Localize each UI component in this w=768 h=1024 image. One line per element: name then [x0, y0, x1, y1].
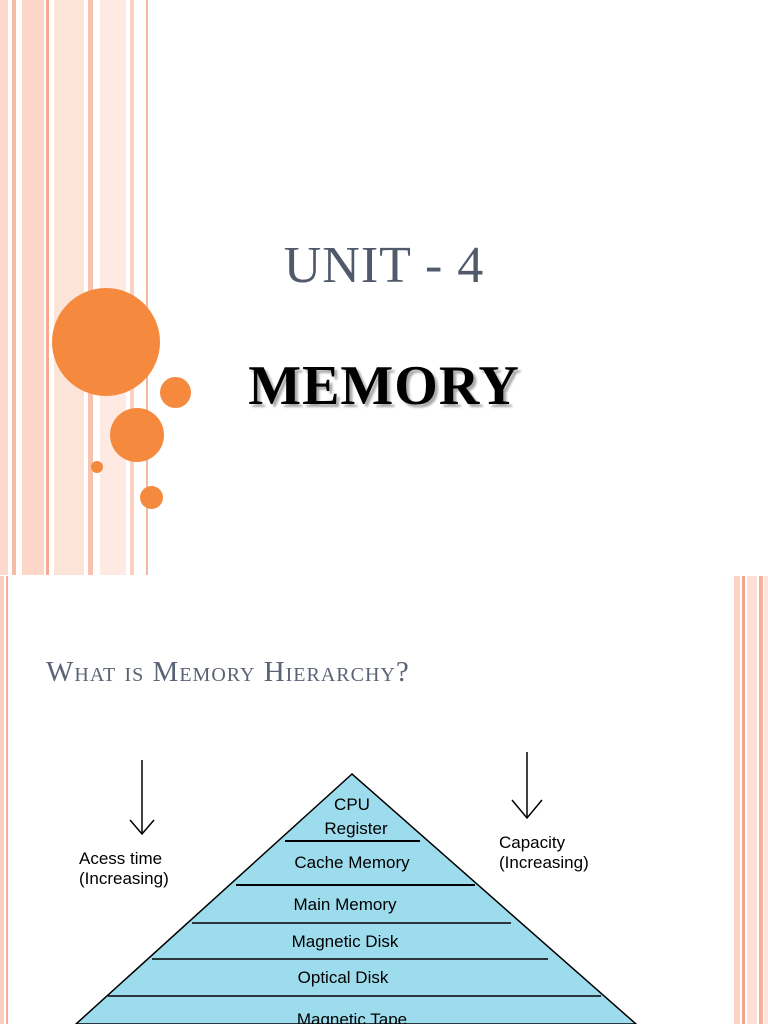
level-cpu: CPU: [334, 795, 370, 814]
right-stripe-2: [742, 576, 745, 1024]
small-circle-decoration-2: [140, 486, 163, 509]
memory-hierarchy-pyramid: CPU Register Cache Memory Main Memory Ma…: [74, 772, 638, 1024]
level-optical-disk: Optical Disk: [298, 968, 389, 987]
level-main-memory: Main Memory: [294, 895, 397, 914]
small-circle-decoration: [160, 377, 191, 408]
level-magnetic-disk: Magnetic Disk: [292, 932, 399, 951]
down-arrow-left-icon: [129, 760, 155, 836]
left-stripe: [0, 576, 4, 1024]
medium-circle-decoration: [110, 408, 164, 462]
access-time-label: Acess time (Increasing): [79, 849, 169, 888]
content-slide: What is Memory Hierarchy? Acess time (In…: [0, 576, 768, 1024]
slide-heading: What is Memory Hierarchy?: [46, 656, 410, 688]
stripe-divider: [146, 0, 148, 575]
left-stripe-thin: [6, 576, 8, 1024]
decorative-stripes: [0, 0, 150, 575]
down-arrow-right-icon: [511, 752, 543, 820]
level-register: Register: [324, 819, 388, 838]
level-cache-memory: Cache Memory: [294, 853, 410, 872]
capacity-label: Capacity (Increasing): [499, 833, 589, 872]
right-stripe-3: [747, 576, 757, 1024]
large-circle-decoration: [52, 288, 160, 396]
title-slide: UNIT - 4 MEMORY: [0, 0, 520, 575]
tiny-circle-decoration: [91, 461, 103, 473]
right-stripe-1: [734, 576, 740, 1024]
right-stripe-4: [759, 576, 763, 1024]
right-stripe-5: [764, 576, 768, 1024]
level-magnetic-tape: Magnetic Tape: [297, 1010, 407, 1024]
slide-subtitle: MEMORY: [248, 355, 520, 417]
slide-title: UNIT - 4: [283, 237, 485, 294]
